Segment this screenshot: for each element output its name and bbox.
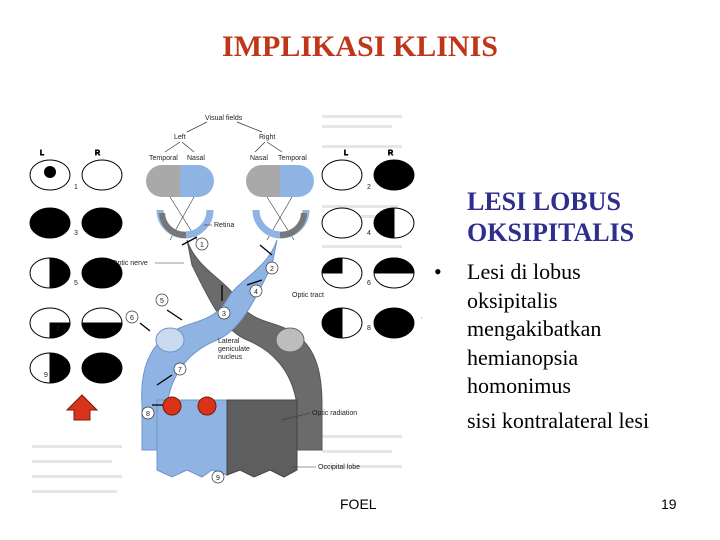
lesion-number-1: 1 [200, 242, 204, 249]
bullet-line-2: oksipitalis [467, 287, 558, 313]
left-field-defects: L R 1 3 5 7 9 [29, 150, 123, 384]
subheading: LESI LOBUS OKSIPITALIS [467, 186, 634, 248]
field-row-number-5: 5 [74, 280, 78, 287]
occipital-lesion-marker-right [197, 396, 217, 416]
right-field-defects: L R 2 4 6 8 [321, 150, 415, 339]
lgn-label-3: nucleus [218, 354, 243, 361]
footer-label: FOEL [340, 496, 377, 512]
temporal-right-label: Temporal [278, 155, 307, 162]
subheading-line-2: OKSIPITALIS [467, 218, 635, 248]
lesion-number-4: 4 [254, 289, 258, 296]
nasal-left-label: Nasal [187, 155, 205, 162]
light-pathway [141, 239, 278, 451]
retina-label: Retina [214, 222, 234, 229]
visual-pathway-figure: Visual fields Left Right Temporal Nasal … [22, 105, 450, 495]
eye-l-label: L [40, 150, 44, 157]
field-row-number-6: 6 [367, 280, 371, 287]
optic-tract-label: Optic tract [292, 292, 324, 299]
page-number: 19 [661, 496, 677, 512]
right-occipital-lobe [226, 399, 298, 478]
temporal-left-label: Temporal [149, 155, 178, 162]
occipital-lesion-marker-left [162, 396, 182, 416]
left-lgn [155, 327, 185, 353]
lesion-number-markers: 1 2 3 4 5 6 7 8 9 [125, 237, 279, 484]
left-label: Left [174, 134, 186, 141]
lesion-number-8: 8 [146, 411, 150, 418]
field-row-number-7: 7 [56, 326, 60, 333]
right-lgn [275, 327, 305, 353]
lgn-label-1: Lateral [218, 338, 240, 345]
bullet-line-4: hemianopsia [467, 344, 579, 370]
field-row-number-1: 1 [74, 184, 78, 191]
occipital-lobe-label: Occipital lobe [318, 464, 360, 471]
continuation-text: sisi kontralateral lesi [467, 408, 650, 433]
bullet-line-3: mengakibatkan [467, 316, 602, 342]
right-field-temporal [280, 165, 314, 197]
faint-background-text [32, 115, 402, 493]
left-field-nasal [180, 165, 214, 197]
right-field-nasal [246, 165, 280, 197]
lesion-number-2: 2 [270, 266, 274, 273]
arrow-up-icon [65, 394, 99, 421]
slide-title: IMPLIKASI KLINIS [222, 30, 498, 63]
bullet-line-5: homonimus [467, 373, 571, 399]
nasal-right-label: Nasal [250, 155, 268, 162]
eye-l2-label: L [344, 150, 348, 157]
left-field-temporal [146, 165, 180, 197]
optic-radiation-label: Optic radiation [312, 410, 357, 417]
lesion-number-5: 5 [160, 298, 164, 305]
bullet-point: • Lesi di lobus oksipitalis mengakibatka… [434, 258, 704, 401]
lesion-number-6: 6 [130, 315, 134, 322]
field-row-number-3: 3 [74, 230, 78, 237]
right-label: Right [259, 134, 275, 141]
field-row-number-2: 2 [367, 184, 371, 191]
field-row-number-9: 9 [44, 372, 48, 379]
lesion-number-7: 7 [178, 367, 182, 374]
bullet-dot-icon: • [434, 259, 442, 284]
subheading-line-1: LESI LOBUS [467, 187, 621, 216]
optic-nerve-label: Optic nerve [112, 260, 148, 267]
visual-fields-label: Visual fields [205, 115, 243, 122]
eye-r-label: R [95, 150, 100, 157]
bullet-line-1: Lesi di lobus [467, 259, 581, 284]
eye-r2-label: R [388, 150, 393, 157]
lesion-number-3: 3 [222, 311, 226, 318]
field-row-number-8: 8 [367, 325, 371, 332]
lgn-label-2: geniculate [218, 346, 250, 353]
field-row-number-4: 4 [367, 230, 371, 237]
lesion-number-9: 9 [216, 475, 220, 482]
